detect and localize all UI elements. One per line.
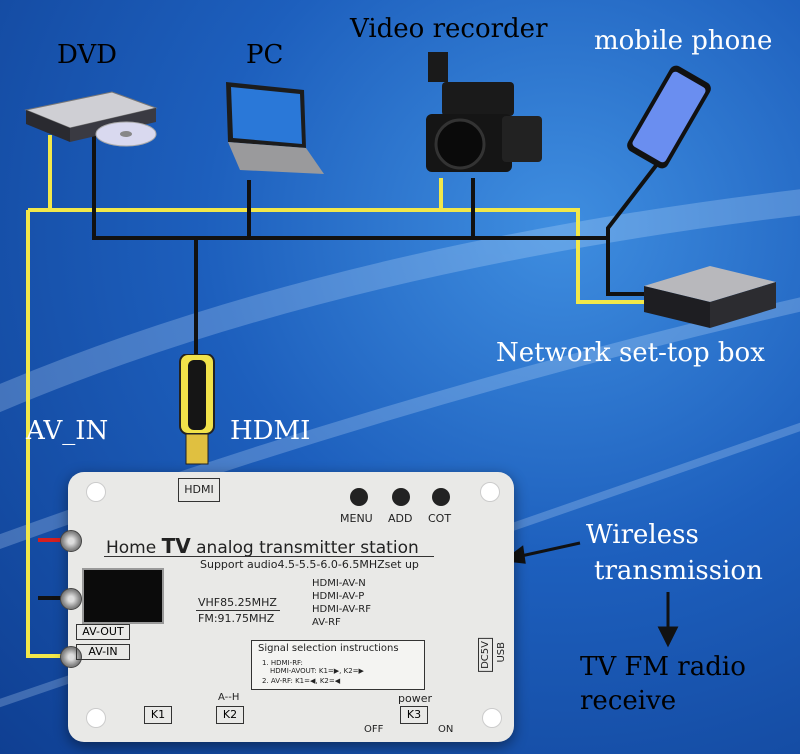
dvd-label: DVD <box>57 40 118 70</box>
off-label: OFF <box>364 724 384 735</box>
fm-freq: FM:91.75MHZ <box>198 612 275 625</box>
cot-label: COT <box>428 512 452 525</box>
hdmi-connector-icon <box>179 354 215 465</box>
video-camera-icon <box>426 52 542 172</box>
hdmi-label: HDMI <box>230 416 311 446</box>
signal-step-1: 1. HDMI-RF: <box>262 659 303 667</box>
signal-title: Signal selection instructions <box>258 643 399 654</box>
power-label: power <box>398 692 432 705</box>
cot-button[interactable] <box>432 488 450 506</box>
usb-label: USB <box>496 642 507 663</box>
av-out-port: AV-OUT <box>76 624 130 640</box>
mode-3: HDMI-AV-RF <box>312 604 371 615</box>
av-in-label: AV_IN <box>26 416 109 446</box>
pc-label: PC <box>246 40 284 70</box>
transmitter-board: HDMI MENU ADD COT Home TV analog transmi… <box>60 472 514 742</box>
dvd-player-icon <box>24 91 158 147</box>
title-rest: analog transmitter station <box>196 538 419 558</box>
mobile-phone-label: mobile phone <box>594 26 773 56</box>
signal-step-2: 2. AV-RF: K1=◀, K2=◀ <box>262 677 341 685</box>
signal-step-1b: HDMI-AVOUT: K1=▶, K2=▶ <box>270 667 364 675</box>
receive-label: receive <box>580 686 677 716</box>
dc5v-label: DC5V <box>478 638 493 672</box>
yellow-av-wires <box>26 135 650 658</box>
screw <box>482 708 502 728</box>
black-wire-phone <box>606 148 670 238</box>
yellow-wire-av-in <box>26 210 70 658</box>
hdmi-port-label: HDMI <box>178 478 220 502</box>
switch-k2[interactable]: K2 <box>216 706 244 724</box>
title-home: Home <box>106 538 157 558</box>
vhf-freq: VHF85.25MHZ <box>198 596 277 609</box>
signal-instructions-box: Signal selection instructions 1. HDMI-RF… <box>251 640 425 690</box>
rca-black-connector[interactable] <box>60 588 82 610</box>
receive-arrow-head <box>657 626 679 648</box>
video-recorder-label: Video recorder <box>350 14 548 44</box>
switch-k3[interactable]: K3 <box>400 706 428 724</box>
mode-1: HDMI-AV-N <box>312 578 366 589</box>
switch-k1[interactable]: K1 <box>144 706 172 724</box>
set-top-box-icon <box>644 266 776 328</box>
board-subtitle: Support audio4.5-5.5-6.0-6.5MHZset up <box>200 558 419 571</box>
screw <box>480 482 500 502</box>
title-tv: TV <box>161 534 191 558</box>
add-button[interactable] <box>392 488 410 506</box>
lcd-screen <box>82 568 164 624</box>
a-h-label: A--H <box>218 692 240 703</box>
mode-2: HDMI-AV-P <box>312 591 365 602</box>
yellow-wire-top <box>48 135 650 304</box>
rca-red-connector[interactable] <box>60 530 82 552</box>
network-box-label: Network set-top box <box>496 338 765 368</box>
on-label: ON <box>438 724 454 735</box>
menu-label: MENU <box>340 512 373 525</box>
screw <box>86 482 106 502</box>
mode-4: AV-RF <box>312 617 341 628</box>
wireless-label: Wireless <box>586 520 699 550</box>
av-in-port: AV-IN <box>76 644 130 660</box>
tv-fm-label: TV FM radio <box>580 652 746 682</box>
menu-button[interactable] <box>350 488 368 506</box>
screw <box>86 708 106 728</box>
arrows <box>502 541 679 648</box>
board-title: Home TV analog transmitter station <box>106 534 419 558</box>
mobile-phone-icon <box>627 65 711 169</box>
laptop-icon <box>226 82 324 174</box>
transmission-label: transmission <box>594 556 763 586</box>
add-label: ADD <box>388 512 413 525</box>
title-underline <box>104 556 434 557</box>
